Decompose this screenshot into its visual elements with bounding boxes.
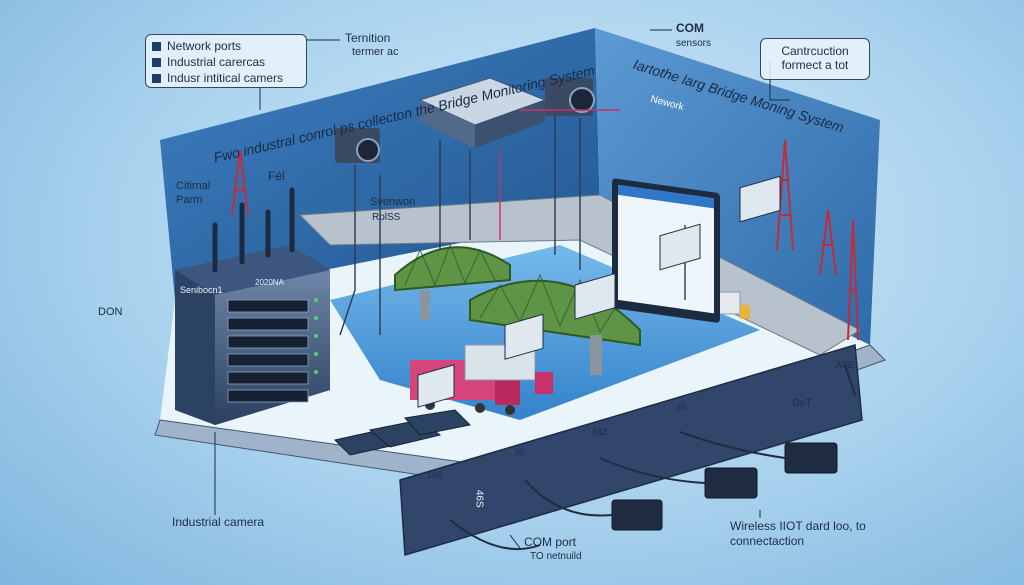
bridge-pier xyxy=(420,290,430,320)
antenna-tower xyxy=(231,139,859,341)
port-label-30: 30 xyxy=(514,447,525,457)
legend-square-icon xyxy=(152,41,161,51)
sensors-label: sensors xyxy=(676,38,712,49)
antenna xyxy=(212,187,295,273)
cables xyxy=(339,115,686,336)
port-slot xyxy=(417,175,781,408)
construction-line1: Cantrcuction xyxy=(781,44,849,58)
construction-callout: Cantrcuction formect a tot xyxy=(760,38,870,80)
wireless-line1-label: Wireless IIOT dard loo, to xyxy=(730,519,866,533)
legend-item: Network ports xyxy=(152,38,300,54)
port-label-got: GoT xyxy=(792,398,812,409)
wireless-line2-label: connectaction xyxy=(730,534,805,548)
top-network-switch xyxy=(418,77,547,148)
com-port-label: COM port xyxy=(524,535,577,549)
right-wall xyxy=(595,28,880,345)
rolss-label: RolSS xyxy=(372,212,401,223)
switch-tag-label: 2020NA xyxy=(255,278,284,287)
camera xyxy=(335,128,380,163)
legend-square-icon xyxy=(152,57,161,67)
network-switch-rack xyxy=(175,245,330,425)
port-label-342: 342 xyxy=(592,427,608,437)
bridge-pier xyxy=(590,335,602,375)
port-label-ape: APE xyxy=(836,360,855,370)
legend-item: Indusr intitical camers xyxy=(152,70,300,86)
port-label-46s: 46S xyxy=(473,489,485,508)
parm-label: Parm xyxy=(176,194,203,206)
ternition-label: Ternition xyxy=(345,31,391,45)
citirnal-label: Citirnal xyxy=(176,180,211,192)
industrial-camera-label: Industrial camera xyxy=(172,515,265,529)
fel-label: Fél xyxy=(268,169,285,183)
legend-square-icon xyxy=(152,73,161,83)
camera xyxy=(545,78,595,116)
don-label: DON xyxy=(98,306,123,318)
to-netnuild-label: TO netnuild xyxy=(530,551,582,562)
com-label: COM xyxy=(676,21,704,35)
sevenwon-label: Svenwon xyxy=(370,196,416,208)
switch-brand-label: Senibocn1 xyxy=(180,285,223,295)
io-module xyxy=(334,409,472,456)
construction-line2: formect a tot xyxy=(781,58,849,72)
port-label-16s: 16S xyxy=(427,470,444,480)
legend: Network ports Industrial carercas Indusr… xyxy=(145,34,307,88)
termer-ac-label: termer ac xyxy=(352,46,399,58)
front-panel xyxy=(399,344,863,556)
port-label-35: 35 xyxy=(676,402,687,412)
legend-item: Industrial carercas xyxy=(152,54,300,70)
